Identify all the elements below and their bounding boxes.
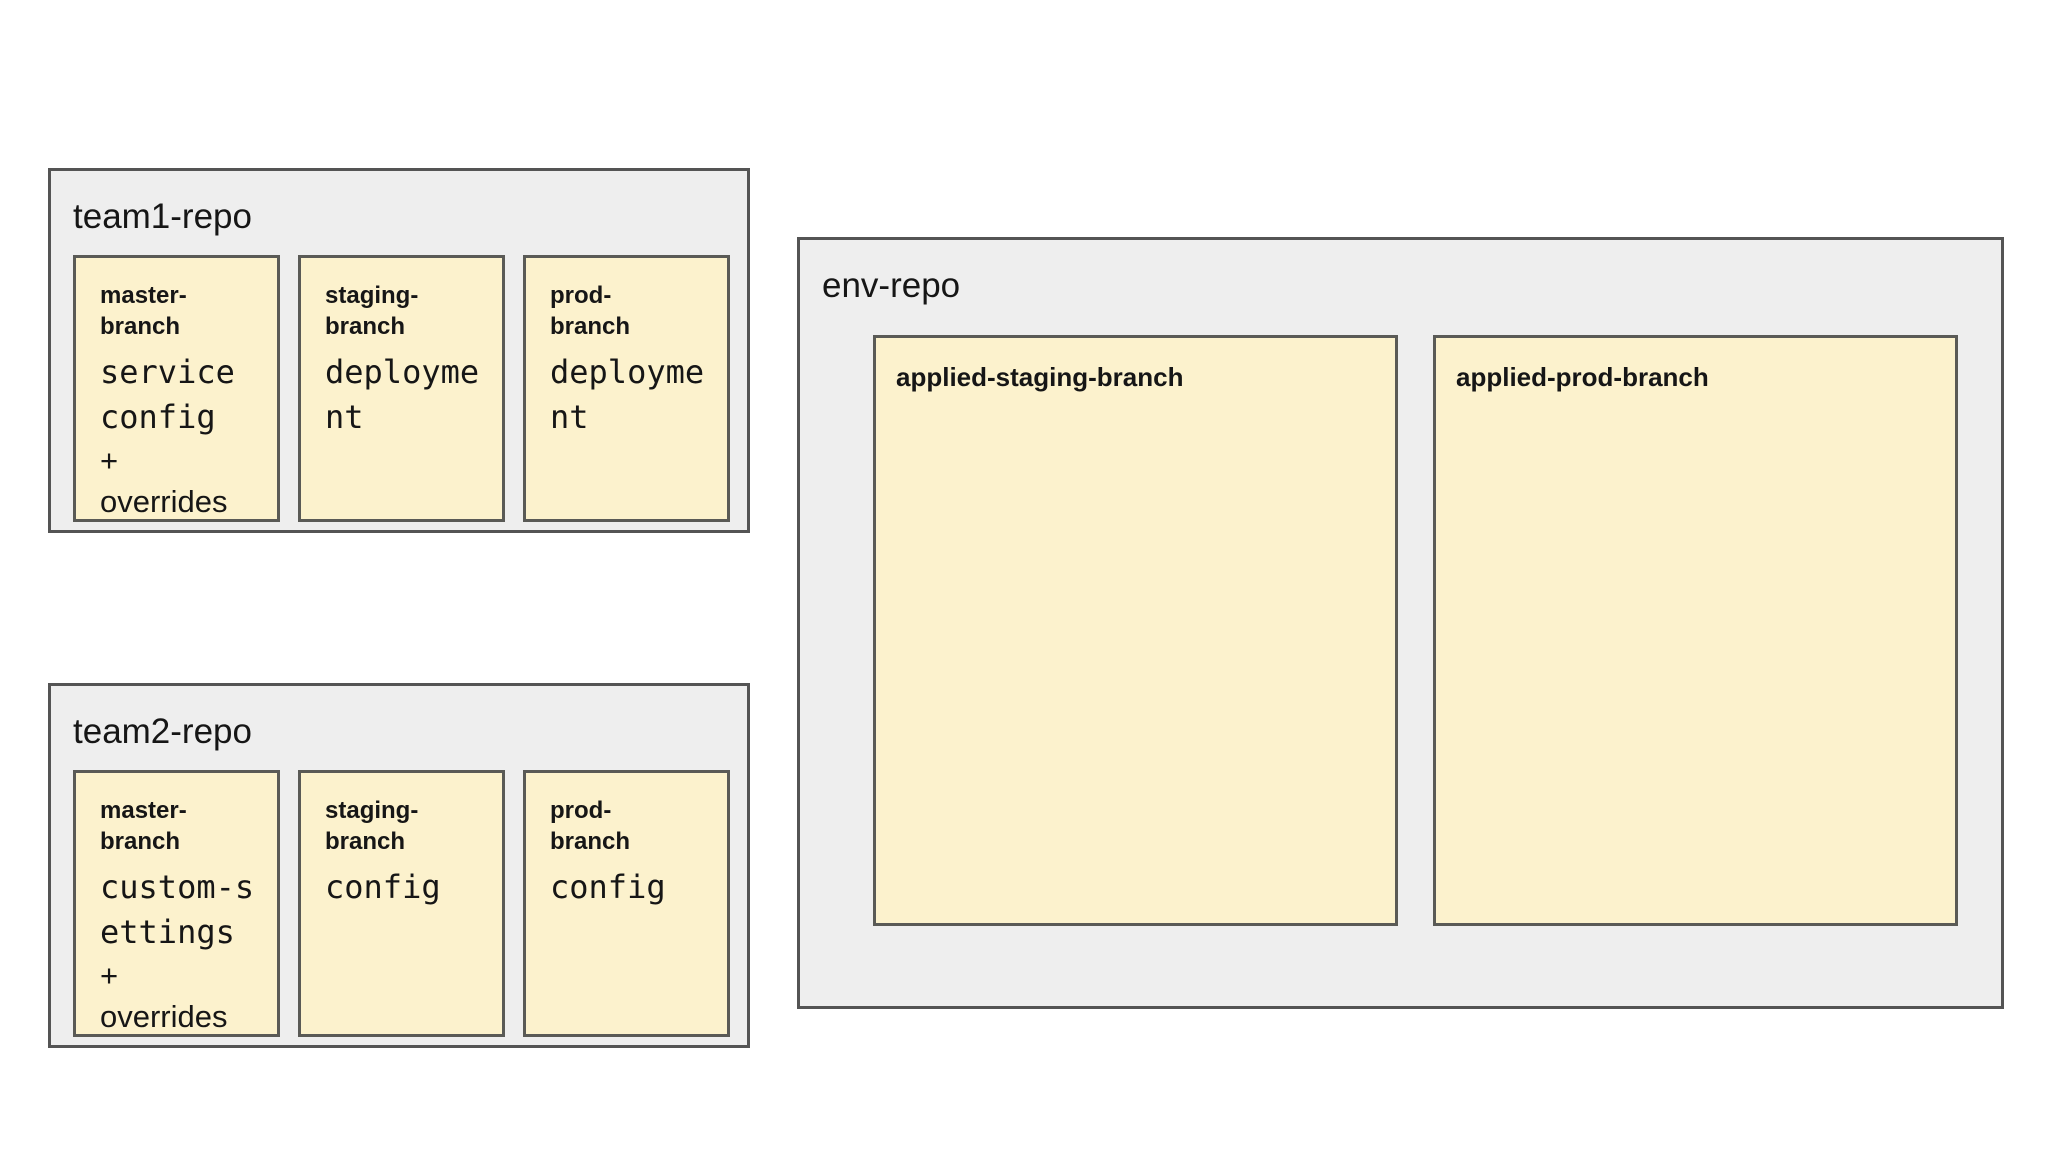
branch-label-line: master- bbox=[100, 282, 187, 309]
branch-code-line: service bbox=[100, 353, 235, 391]
branch-label-line: branch bbox=[550, 828, 631, 855]
team1-prod-branch-box: prod- branch deployme nt bbox=[523, 255, 730, 522]
repo-box-team2: team2-repo master- branch custom-s ettin… bbox=[48, 683, 750, 1048]
team1-staging-branch-box: staging- branch deployme nt bbox=[298, 255, 505, 522]
repo-title-team1: team1-repo bbox=[73, 197, 252, 236]
team2-master-branch-box: master- branch custom-s ettings + overri… bbox=[73, 770, 280, 1037]
branch-text-line: + bbox=[100, 958, 119, 993]
branch-label-line: branch bbox=[550, 313, 631, 340]
branch-code-line: config bbox=[550, 868, 666, 906]
applied-prod-branch-box: applied-prod-branch bbox=[1433, 335, 1958, 926]
branch-label-line: staging- bbox=[325, 282, 419, 309]
team2-staging-branch-box: staging- branch config bbox=[298, 770, 505, 1037]
branch-content: config bbox=[550, 865, 715, 910]
branch-label-line: master- bbox=[100, 797, 187, 824]
branch-text-line: + bbox=[100, 443, 119, 478]
branch-code-line: deployme bbox=[550, 353, 705, 391]
branch-label-line: applied-staging-branch bbox=[896, 362, 1184, 392]
branch-content: config bbox=[325, 865, 490, 910]
repo-box-team1: team1-repo master- branch service config… bbox=[48, 168, 750, 533]
branch-code-line: ettings bbox=[100, 913, 235, 951]
branch-label-line: branch bbox=[325, 313, 406, 340]
branch-code-line: deployme bbox=[325, 353, 480, 391]
branch-label: master- branch bbox=[100, 795, 265, 857]
branch-content: deployme nt bbox=[325, 350, 490, 440]
branch-label-line: prod- bbox=[550, 797, 612, 824]
branch-label: staging- branch bbox=[325, 795, 490, 857]
branch-label: prod- branch bbox=[550, 795, 715, 857]
branch-label-line: applied-prod-branch bbox=[1456, 362, 1709, 392]
applied-staging-branch-box: applied-staging-branch bbox=[873, 335, 1398, 926]
branch-label-line: branch bbox=[325, 828, 406, 855]
branch-label: master- branch bbox=[100, 280, 265, 342]
branch-label-line: branch bbox=[100, 828, 181, 855]
branch-label: prod- branch bbox=[550, 280, 715, 342]
branch-content: deployme nt bbox=[550, 350, 715, 440]
branch-code-line: config bbox=[100, 398, 216, 436]
branch-content: service config + overrides bbox=[100, 350, 265, 519]
team1-master-branch-box: master- branch service config + override… bbox=[73, 255, 280, 522]
branch-text-line: overrides bbox=[100, 484, 228, 519]
branch-text-line: overrides bbox=[100, 999, 228, 1034]
branch-label: staging- branch bbox=[325, 280, 490, 342]
repo-title-env: env-repo bbox=[822, 266, 961, 305]
branch-code-line: config bbox=[325, 868, 441, 906]
branch-code-line: custom-s bbox=[100, 868, 255, 906]
branch-label-line: staging- bbox=[325, 797, 419, 824]
repo-box-env: env-repo applied-staging-branch applied-… bbox=[797, 237, 2004, 1009]
repo-title-team2: team2-repo bbox=[73, 712, 252, 751]
branch-content: custom-s ettings + overrides bbox=[100, 865, 265, 1034]
branch-label-line: prod- bbox=[550, 282, 612, 309]
branch-code-line: nt bbox=[550, 398, 589, 436]
team2-prod-branch-box: prod- branch config bbox=[523, 770, 730, 1037]
branch-code-line: nt bbox=[325, 398, 364, 436]
branch-label-line: branch bbox=[100, 313, 181, 340]
